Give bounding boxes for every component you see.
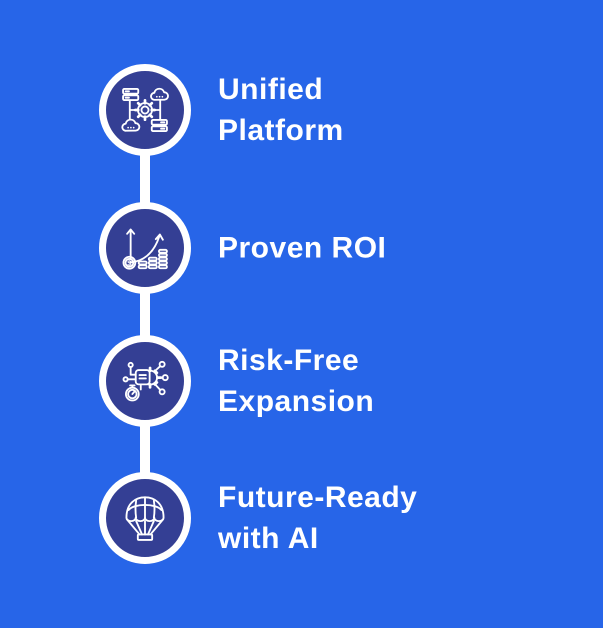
parachute-icon [125, 496, 165, 541]
servers-clouds-gear-icon [121, 87, 169, 133]
timeline-connector-line [140, 110, 150, 518]
timeline-badge-unified-platform [99, 64, 191, 156]
item-label-risk-free-expansion: Risk-Free Expansion [218, 344, 375, 418]
gear-circuit-stopwatch-icon [122, 360, 169, 402]
item-label-unified-platform: Unified Platform [218, 73, 344, 147]
item-label-proven-roi: Proven ROI [218, 231, 387, 265]
svg-text:$: $ [127, 258, 132, 267]
timeline-badge-future-ready-ai [99, 472, 191, 564]
timeline-badge-risk-free-expansion [99, 335, 191, 427]
growth-chart-coins-icon: $ [122, 228, 168, 270]
item-label-future-ready-ai: Future-Ready with AI [218, 481, 418, 555]
timeline-badge-proven-roi: $ [99, 202, 191, 294]
